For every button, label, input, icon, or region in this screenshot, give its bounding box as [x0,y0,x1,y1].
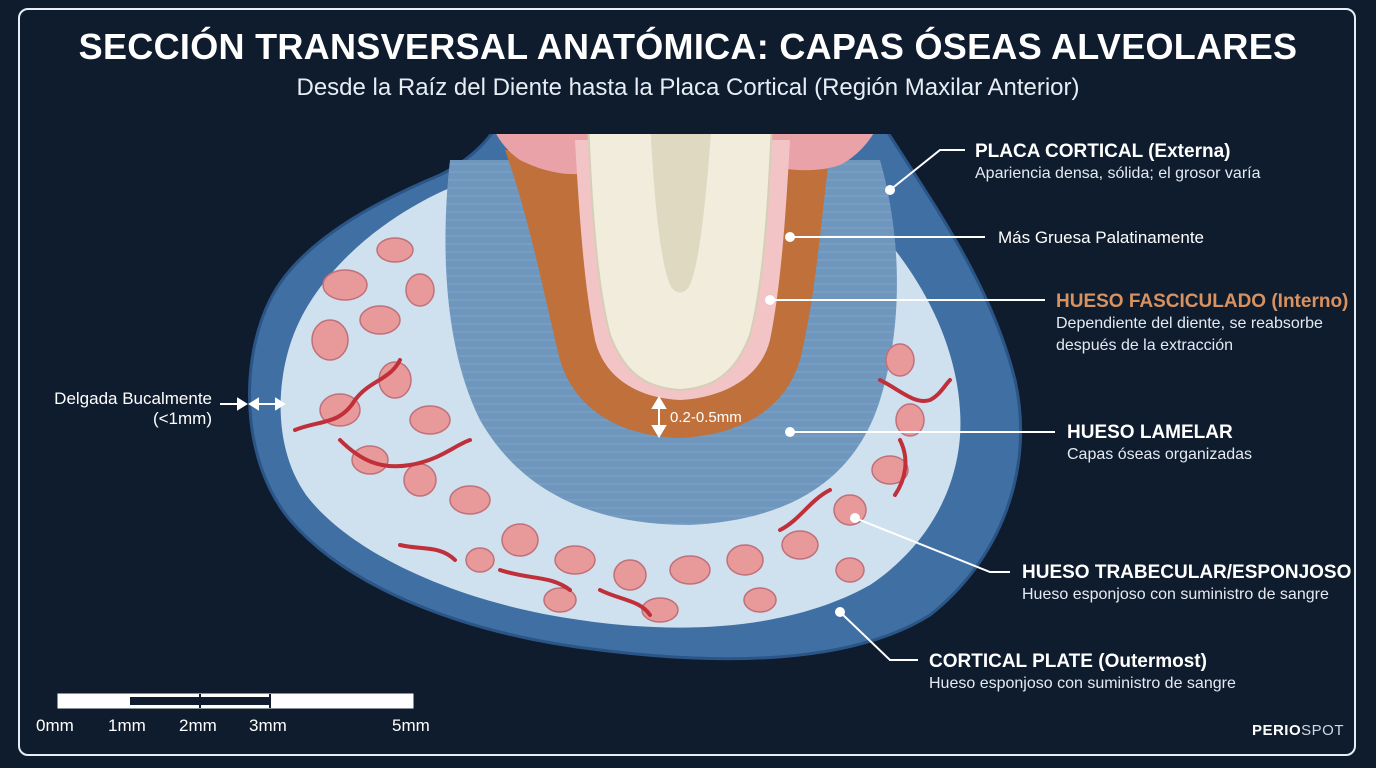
label-lamellar-bone: HUESO LAMELAR Capas óseas organizadas [1067,422,1252,466]
leader-lines [770,149,1055,661]
gingiva [496,134,600,175]
bundle-bone-desc-1: Dependiente del diente, se reabsorbe [1056,315,1323,332]
blood-vessels [293,358,952,617]
thin-buccal-line1: Delgada Bucalmente [54,389,212,408]
label-cortical-external: PLACA CORTICAL (Externa) Apariencia dens… [975,141,1261,185]
pulp-canal [650,134,711,293]
brand-bold: PERIO [1251,722,1302,739]
scale-tick-3: 3mm [249,716,287,735]
diagram-title: SECCIÓN TRANSVERSAL ANATÓMICA: CAPAS ÓSE… [78,26,1298,67]
thin-buccal-line2: (<1mm) [152,409,212,428]
scale-tick-0: 0mm [36,716,74,735]
trabecular-heading: HUESO TRABECULAR/ESPONJOSO [1022,562,1352,583]
cortical-external-desc: Apariencia densa, sólida; el grosor varí… [975,165,1261,182]
bundle-bone-heading: HUESO FASCICULADO (Interno) [1056,291,1349,312]
lamellar-desc: Capas óseas organizadas [1067,446,1253,463]
label-thin-buccal: Delgada Bucalmente (<1mm) [38,389,212,429]
thin-buccal-arrows [220,397,286,411]
bundle-thickness-marker [651,396,667,438]
marrow-spaces [311,237,925,623]
cortical-outermost-heading: CORTICAL PLATE (Outermost) [929,651,1207,672]
scale-tick-5: 5mm [392,716,430,735]
bundle-thickness-label: 0.2-0.5mm [670,409,742,426]
leader-dots [765,185,895,617]
label-bundle-bone: HUESO FASCICULADO (Interno) Dependiente … [1056,291,1348,357]
label-cortical-outermost: CORTICAL PLATE (Outermost) Hueso esponjo… [929,651,1236,695]
lamellar-heading: HUESO LAMELAR [1067,422,1233,443]
label-thicker-palatal: Más Gruesa Palatinamente [998,228,1204,247]
bundle-bone-desc-2: después de la extracción [1056,337,1233,354]
scale-tick-2: 2mm [179,716,217,735]
brand-light: SPOT [1301,722,1344,739]
cortical-external-heading: PLACA CORTICAL (Externa) [975,141,1231,162]
label-trabecular-bone: HUESO TRABECULAR/ESPONJOSO Hueso esponjo… [1022,562,1351,606]
diagram-subtitle: Desde la Raíz del Diente hasta la Placa … [296,74,1080,101]
trabecular-desc: Hueso esponjoso con suministro de sangre [1022,586,1329,603]
cortical-outermost-desc: Hueso esponjoso con suministro de sangre [929,675,1236,692]
outer-frame [18,8,1356,756]
scale-bar [57,693,414,709]
brand-logo: PERIOSPOT [1252,722,1344,739]
scale-tick-1: 1mm [108,716,146,735]
